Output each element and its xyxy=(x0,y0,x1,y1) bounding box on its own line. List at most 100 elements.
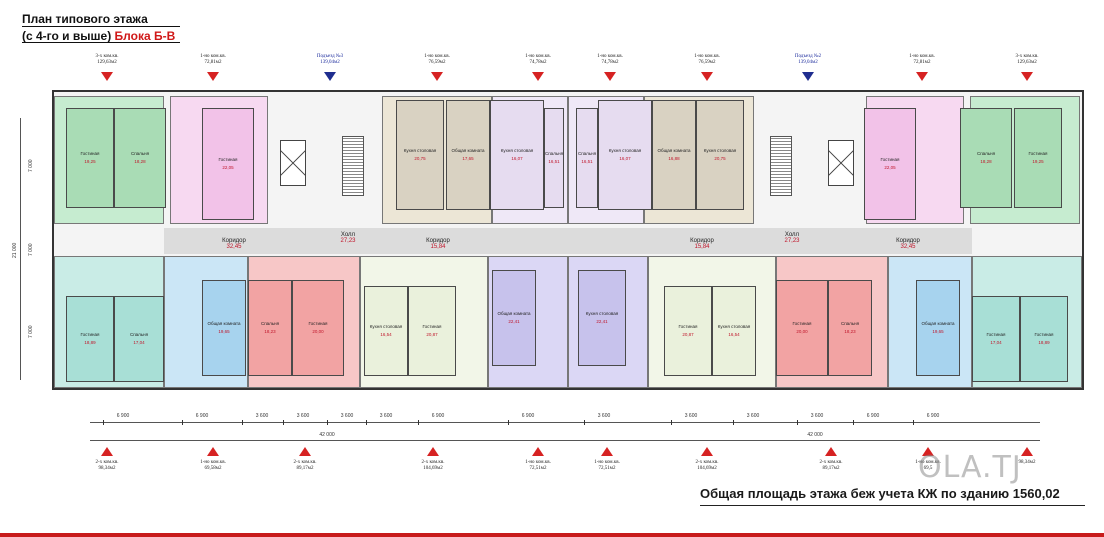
room-name: Гостиная xyxy=(80,332,100,337)
bottom-label-name: 1-но ком.кв. xyxy=(594,460,620,465)
room-area: 16,07 xyxy=(511,156,523,161)
side-dim-1: 7 000 xyxy=(28,159,34,172)
top-label-name: 1-но ком.кв. xyxy=(424,54,450,59)
top-label-0: 3-х ком.кв.129,63м2 xyxy=(96,54,119,66)
room-name: Гостиная xyxy=(1034,332,1054,337)
room-name: Спальня xyxy=(260,321,280,326)
top-label-name: 1-но ком.кв. xyxy=(200,54,226,59)
room-area: 22,41 xyxy=(508,319,520,324)
dim-bottom-12: 6 900 xyxy=(866,413,880,419)
block-name: Блока Б-В xyxy=(114,29,176,43)
room-name: Кухня столовая xyxy=(500,148,534,153)
top-label-8: 1-но ком.кв.72,81м2 xyxy=(909,54,935,66)
room-area: 18,23 xyxy=(264,329,276,334)
top-label-area: 72,81м2 xyxy=(204,60,222,65)
top-label-9: 3-х ком.кв.129,63м2 xyxy=(1016,54,1039,66)
dim-bottom-4: 3 600 xyxy=(340,413,354,419)
dim-tick xyxy=(242,420,243,425)
bottom-arrow-9 xyxy=(1021,447,1033,456)
bottom-label-6: 2-х ком.кв.104,69м2 xyxy=(696,460,719,472)
bottom-label-0: 2-х ком.кв.98,34м2 xyxy=(96,460,119,472)
dim-bottom-7: 6 900 xyxy=(521,413,535,419)
dim-bottom-5: 3 600 xyxy=(379,413,393,419)
room-name: Спальня xyxy=(840,321,860,326)
bottom-label-area: 98,34м2 xyxy=(98,466,116,471)
dim-tick xyxy=(913,420,914,425)
room-name: Кухня столовая xyxy=(703,148,737,153)
room-area: 18,28 xyxy=(134,159,146,164)
bottom-label-area: 104,69м2 xyxy=(423,466,443,471)
bottom-arrow-6 xyxy=(701,447,713,456)
room-name: Общая комната xyxy=(207,321,241,326)
room-area: 20,00 xyxy=(796,329,808,334)
top-label-area: 74,78м2 xyxy=(601,60,619,65)
bottom-label-1: 1-но ком.кв.69,58м2 xyxy=(200,460,226,472)
side-dim-3: 7 000 xyxy=(28,325,34,338)
room-name: Спальня xyxy=(130,151,150,156)
bottom-label-name: 1-но ком.кв. xyxy=(200,460,226,465)
room-area: 19,65 xyxy=(932,329,944,334)
room-name: Общая комната xyxy=(657,148,691,153)
stair-left xyxy=(342,136,364,196)
room-area: 22,05 xyxy=(884,165,896,170)
top-arrow-2 xyxy=(324,72,336,81)
bottom-label-2: 2-х ком.кв.89,17м2 xyxy=(294,460,317,472)
bottom-label-area: 69,58м2 xyxy=(204,466,222,471)
watermark: OLA.TJ xyxy=(918,450,1022,485)
bottom-label-4: 1-но ком.кв.72,51м2 xyxy=(525,460,551,472)
room-top-5: Кухня столовая 16,07 xyxy=(490,100,544,210)
room-area: 16,51 xyxy=(548,159,560,164)
room-area: 17,65 xyxy=(462,156,474,161)
dim-tick xyxy=(182,420,183,425)
room-area: 16,54 xyxy=(380,332,392,337)
room-name: Кухня столовая xyxy=(717,324,751,329)
dim-line-total xyxy=(90,440,1040,441)
bottom-label-area: 69,5 xyxy=(923,466,933,471)
room-name: Спальня xyxy=(545,151,564,156)
top-label-3: 1-но ком.кв.76,59м2 xyxy=(424,54,450,66)
bottom-label-5: 1-но ком.кв.72,51м2 xyxy=(594,460,620,472)
room-name: Общая комната xyxy=(921,321,955,326)
top-arrow-4 xyxy=(532,72,544,81)
top-label-name: 3-х ком.кв. xyxy=(95,54,119,59)
room-name: Кухня столовая xyxy=(369,324,403,329)
bottom-label-area: 72,51м2 xyxy=(598,466,616,471)
top-label-area: 76,59м2 xyxy=(428,60,446,65)
dim-total-left: 42 000 xyxy=(319,432,335,438)
room-name: Спальня xyxy=(129,332,149,337)
bottom-label-3: 2-х ком.кв.104,69м2 xyxy=(422,460,445,472)
top-label-name: 1-но ком.кв. xyxy=(909,54,935,59)
top-label-area: 76,59м2 xyxy=(698,60,716,65)
plan-title-line1: План типового этажа xyxy=(22,12,148,26)
room-name: Кухня столовая xyxy=(585,311,619,316)
room-top-6: Спальня 16,51 xyxy=(544,108,564,208)
top-label-name: Подъезд №2 xyxy=(794,54,822,59)
room-area: 20,87 xyxy=(426,332,438,337)
room-bottom-5: Кухня столовая 16,54 xyxy=(364,286,408,376)
total-underline xyxy=(700,505,1085,506)
bottom-label-name: 2-х ком.кв. xyxy=(695,460,719,465)
dim-tick xyxy=(733,420,734,425)
top-label-6: 1-но ком.кв.76,59м2 xyxy=(694,54,720,66)
bottom-label-8: 1-но ком.кв.69,5 xyxy=(915,460,941,472)
dim-tick xyxy=(584,420,585,425)
room-area: 17,04 xyxy=(133,340,145,345)
lift-shaft-right xyxy=(828,140,854,186)
bottom-label-area: 104,69м2 xyxy=(697,466,717,471)
room-area: 22,05 xyxy=(222,165,234,170)
bottom-label-area: 89,17м2 xyxy=(822,466,840,471)
